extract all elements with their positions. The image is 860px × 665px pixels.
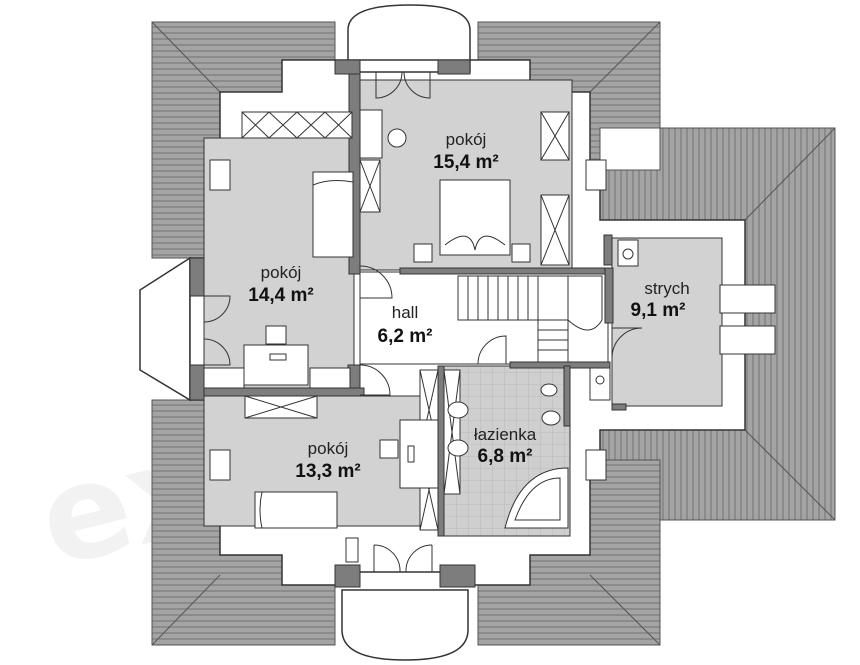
sink-2 [447,439,469,457]
dormer-top [347,4,471,61]
room-label-hall-name: hall [392,303,418,322]
bed-bottom-room [254,491,338,529]
room-label-pokoj-3-area: 13,3 m² [295,461,360,482]
roof [151,21,836,646]
room-label-pokoj-2-area: 14,4 m² [248,285,313,306]
bed-single-left [312,171,354,258]
walls [189,59,627,588]
toilet [541,410,561,426]
bay-window-left [139,256,191,402]
room-label-lazienka-area: 6,8 m² [478,446,533,467]
bidet [540,383,558,397]
room-label-pokoj-2-name: pokój [261,263,302,282]
room-label-pokoj-3-name: pokój [308,439,349,458]
desk-left-room [243,344,309,386]
desk-top-room [359,109,383,159]
sink-1 [447,401,469,419]
dormer-bottom [341,589,469,661]
room-label-pokoj-1-area: 15,4 m² [433,152,498,173]
wardrobe-top-left [241,111,353,139]
room-label-hall-area: 6,2 m² [378,326,433,347]
furniture [203,109,639,563]
room-label-strych-name: strych [644,279,689,298]
windows [209,159,776,481]
staircase [457,275,603,363]
room-labels: pokój 15,4 m² pokój 14,4 m² hall 6,2 m² … [248,130,689,482]
doors [203,71,643,573]
bed-double [439,179,511,256]
desk-bottom-room [399,419,439,489]
room-label-pokoj-1-name: pokój [446,130,487,149]
room-label-strych-area: 9,1 m² [631,300,686,321]
room-label-lazienka-name: łazienka [474,425,537,444]
